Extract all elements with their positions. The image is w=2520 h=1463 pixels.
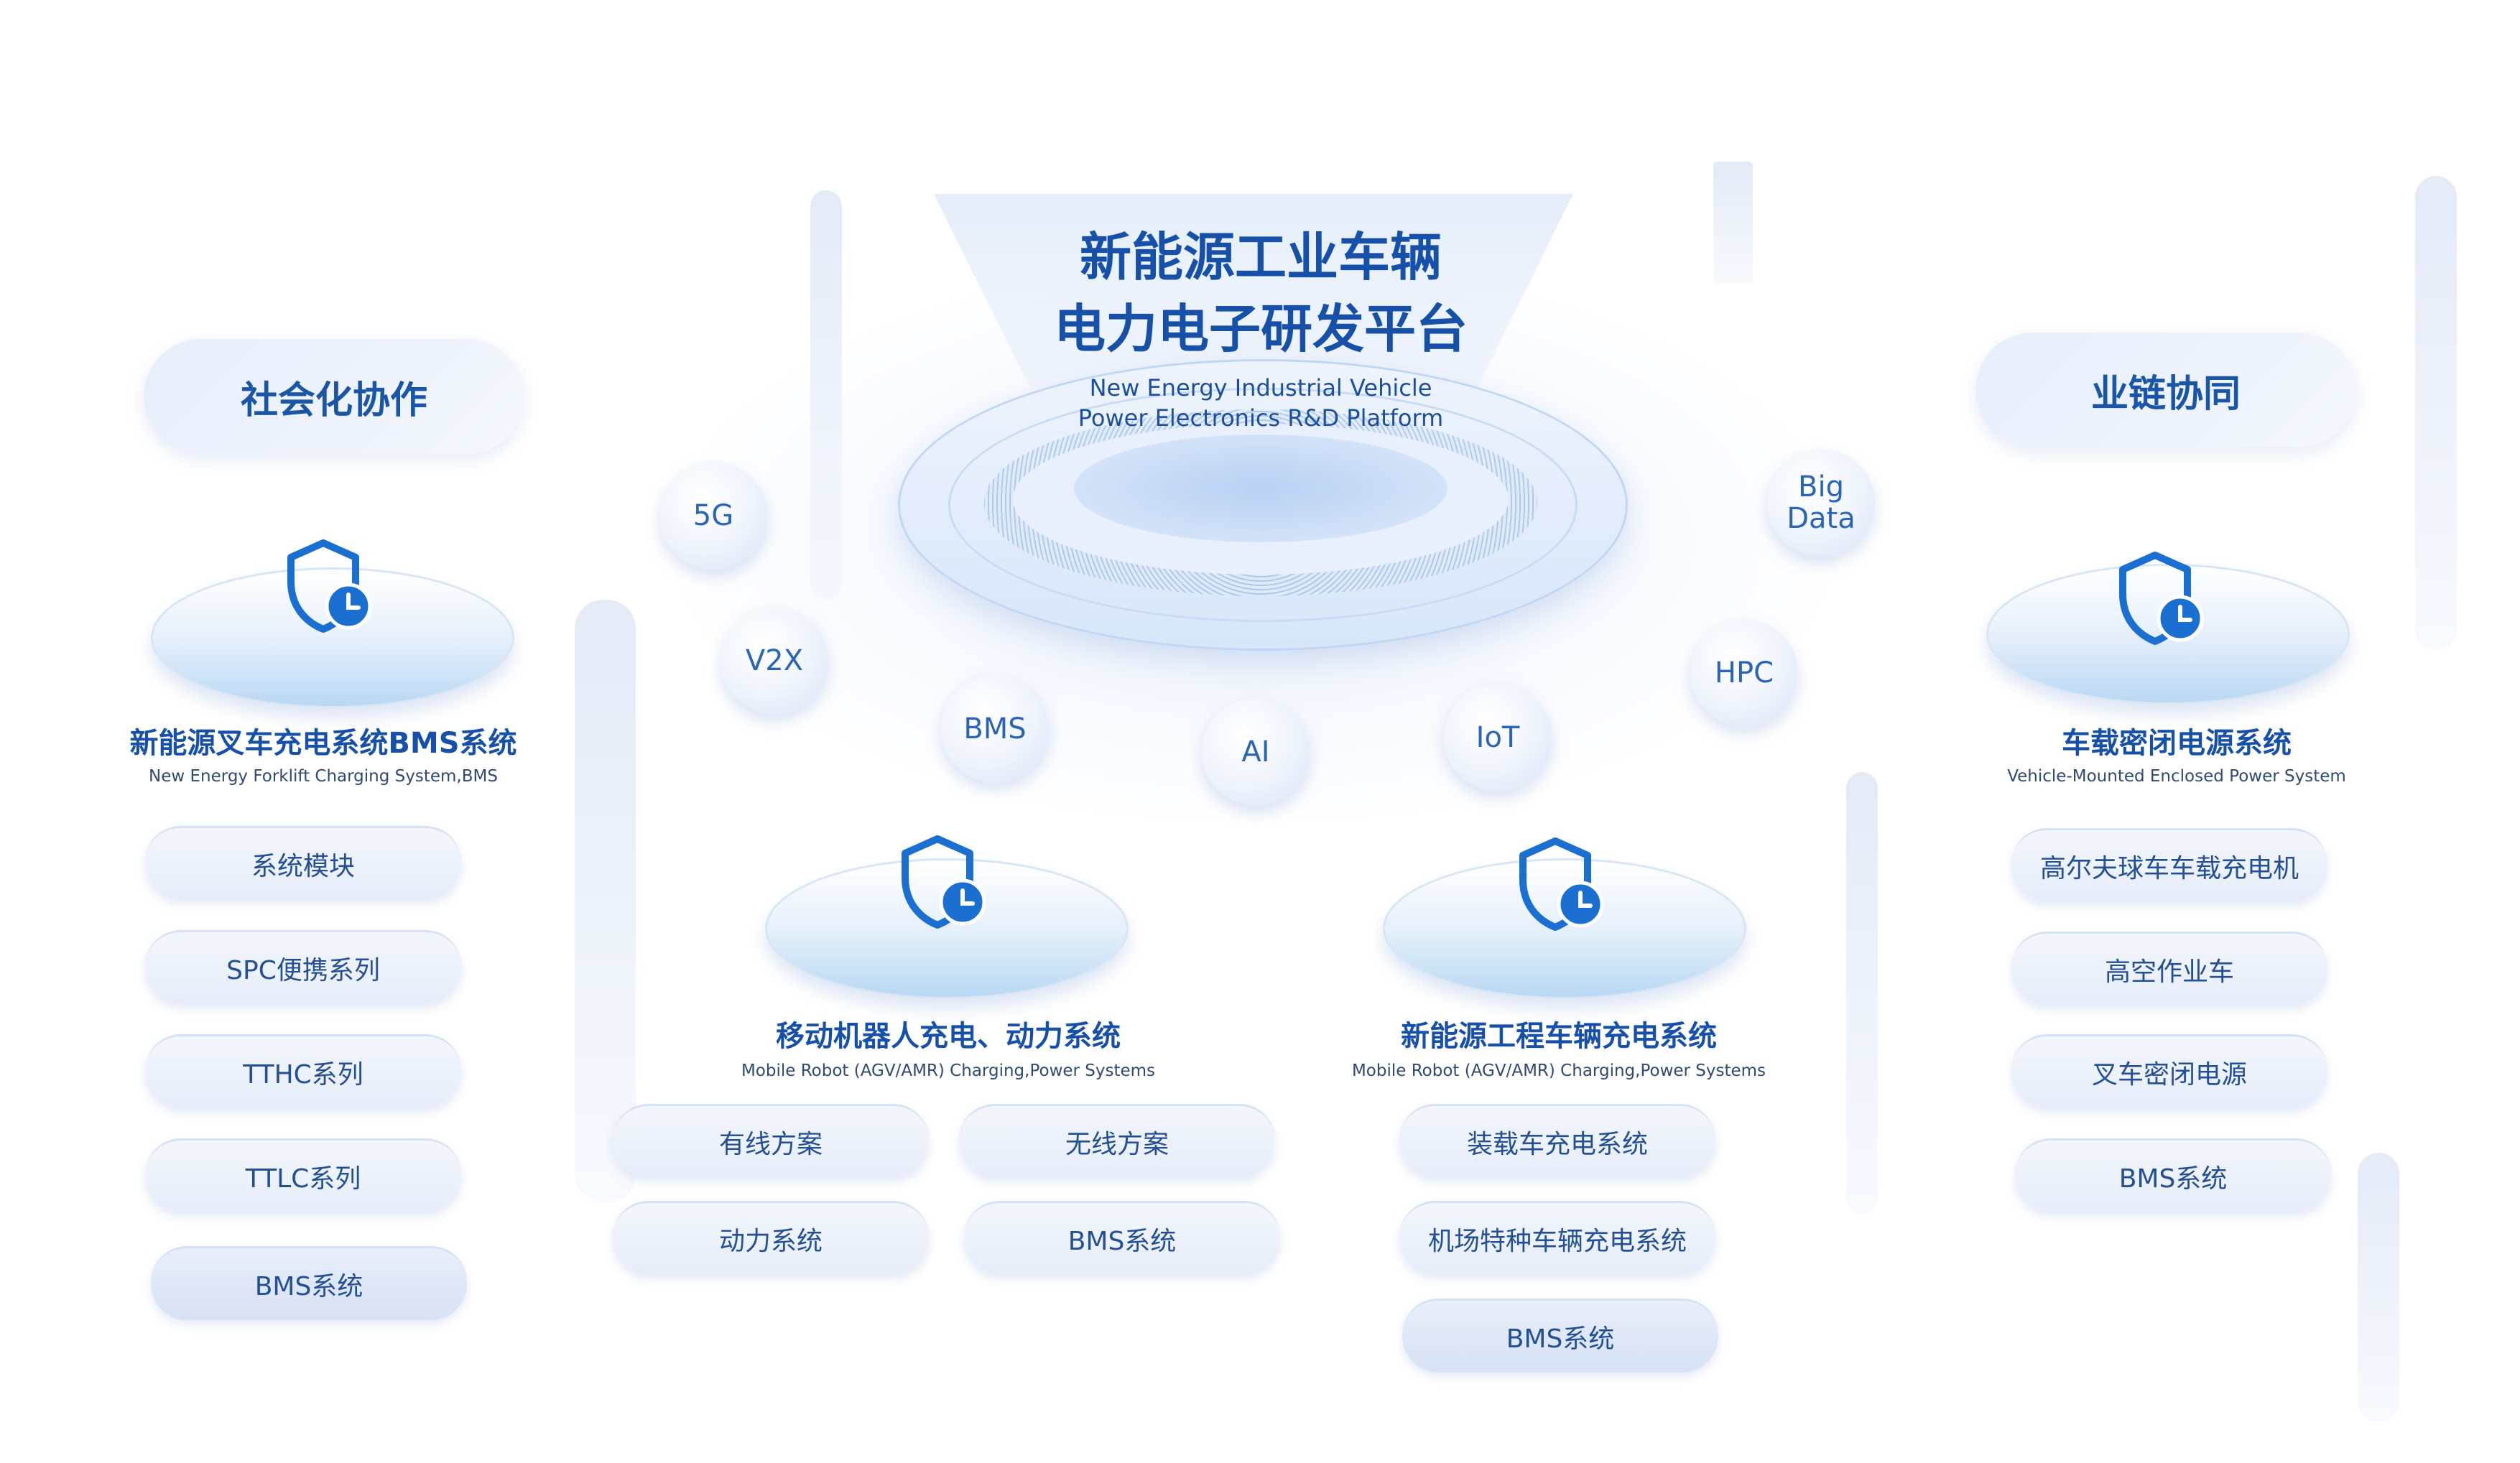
system-item[interactable]: TTLC系列	[145, 1138, 461, 1212]
decor-bar	[2358, 1153, 2399, 1422]
decor-bar	[2415, 176, 2457, 650]
system-subtitle: Mobile Robot (AGV/AMR) Charging,Power Sy…	[741, 1062, 1156, 1080]
system-item[interactable]: 叉车密闭电源	[2011, 1034, 2327, 1108]
pedestal	[765, 858, 1129, 999]
platform-title-line1: 新能源工业车辆	[1079, 227, 1442, 287]
platform-core	[1074, 435, 1447, 542]
category-social-collaboration: 社会化协作	[144, 339, 524, 454]
decor-bar	[1846, 772, 1878, 1214]
tech-bubble-hpc: HPC	[1690, 619, 1798, 727]
system-subtitle: Mobile Robot (AGV/AMR) Charging,Power Sy…	[1351, 1062, 1766, 1080]
shield-clock-icon	[287, 539, 372, 633]
system-item[interactable]: 动力系统	[613, 1201, 929, 1275]
tech-bubble-5g: 5G	[659, 462, 767, 570]
tech-bubble-v2x: V2X	[721, 607, 828, 715]
system-item[interactable]: 系统模块	[145, 826, 461, 900]
shield-clock-icon	[902, 835, 986, 929]
system-subtitle: New Energy Forklift Charging System,BMS	[149, 767, 498, 786]
platform-subtitle-line2: Power Electronics R&D Platform	[1078, 404, 1444, 432]
platform-title-line2: 电力电子研发平台	[1053, 299, 1468, 359]
system-subtitle: Vehicle-Mounted Enclosed Power System	[2007, 767, 2346, 786]
system-item[interactable]: BMS系统	[1402, 1299, 1718, 1373]
shield-clock-icon	[2119, 552, 2204, 645]
decor-bar	[575, 600, 636, 1203]
system-item[interactable]: SPC便携系列	[145, 930, 461, 1004]
system-item[interactable]: BMS系统	[151, 1246, 467, 1320]
system-title: 新能源工程车辆充电系统	[1401, 1020, 1717, 1053]
tech-bubble-ai: AI	[1202, 698, 1310, 806]
tech-bubble-iot: IoT	[1444, 684, 1552, 791]
decor-bar	[1713, 162, 1753, 284]
pedestal	[1383, 858, 1746, 999]
system-item[interactable]: 无线方案	[959, 1104, 1275, 1178]
system-item[interactable]: BMS系统	[964, 1201, 1280, 1275]
system-item[interactable]: 机场特种车辆充电系统	[1399, 1201, 1715, 1275]
system-item[interactable]: TTHC系列	[145, 1034, 461, 1108]
platform-subtitle-line1: New Energy Industrial Vehicle	[1089, 374, 1432, 401]
category-industry-chain-collaboration: 业链协同	[1975, 333, 2356, 447]
tech-bubble-bms: BMS	[941, 675, 1049, 783]
system-item[interactable]: 高尔夫球车车载充电机	[2011, 828, 2327, 902]
platform-ring	[948, 388, 1578, 622]
system-item[interactable]: BMS系统	[2015, 1138, 2331, 1212]
system-title: 新能源叉车充电系统BMS系统	[129, 727, 517, 760]
system-title: 车载密闭电源系统	[2062, 727, 2292, 760]
shield-clock-icon	[1519, 837, 1604, 931]
system-item[interactable]: 装载车充电系统	[1399, 1104, 1715, 1178]
system-title: 移动机器人充电、动力系统	[776, 1020, 1121, 1053]
system-item[interactable]: 有线方案	[613, 1104, 929, 1178]
system-item[interactable]: 高空作业车	[2011, 932, 2327, 1005]
